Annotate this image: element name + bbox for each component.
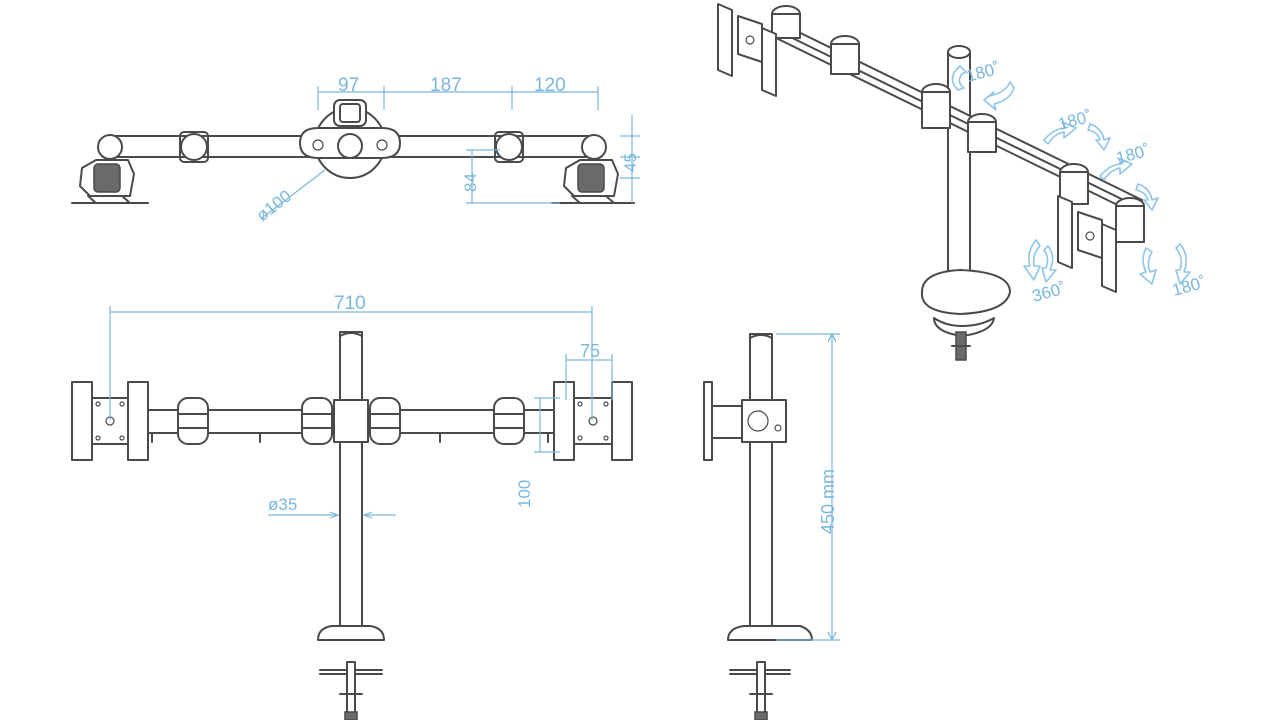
iso-joint-6 [1115,197,1145,243]
front-dimensions [109,306,613,519]
front-view: 710 75 100 ø35 [71,293,633,721]
front-pole [339,331,363,633]
rotation-label-5: 180˚ [1170,273,1208,300]
front-joint-l2 [177,397,209,445]
rotation-arrows [951,65,1191,285]
front-joint-c1 [301,397,333,445]
iso-joint-3 [921,83,951,129]
dim-84: 84 [461,173,480,192]
top-right-clamp [551,159,635,204]
iso-base [920,269,1011,361]
top-end-joint-left [97,134,123,160]
iso-vesa-left [717,3,777,97]
side-view: 450 mm [703,332,840,721]
front-joint-r2 [493,397,525,445]
iso-joint-4 [967,113,997,153]
rotation-label-3: 180˚ [1114,141,1152,168]
iso-view: 180˚ 180˚ 180˚ 360˚ 180˚ [717,3,1208,361]
iso-joint-2 [830,35,860,75]
dim-120: 120 [534,75,566,96]
side-clamp-screw [729,661,791,721]
top-joint-right [495,133,523,161]
side-pole [749,333,773,633]
dim-diameter-100: ø100 [253,186,295,225]
rotation-label-4: 360˚ [1030,279,1068,306]
top-left-clamp [71,159,149,204]
top-dimensions [261,86,640,219]
dim-75: 75 [580,341,600,361]
front-base [317,625,385,641]
top-center-hub [299,99,401,179]
dim-710: 710 [334,293,366,314]
front-joint-c2 [369,397,401,445]
front-vesa-right [553,381,633,461]
top-view: 97 187 120 45 84 ø100 [71,75,640,225]
iso-vesa-right [1057,195,1117,293]
front-hub [333,399,369,443]
iso-joint-1 [771,5,801,39]
side-base [727,625,813,641]
dim-450mm: 450 mm [818,469,838,534]
front-clamp-screw [319,661,383,721]
dim-187: 187 [430,75,462,96]
dim-100: 100 [515,480,534,508]
dim-45: 45 [621,153,640,172]
top-end-joint-right [581,134,607,160]
dim-diameter-35: ø35 [268,495,297,514]
top-joint-left [180,133,208,161]
dim-97: 97 [338,75,359,96]
